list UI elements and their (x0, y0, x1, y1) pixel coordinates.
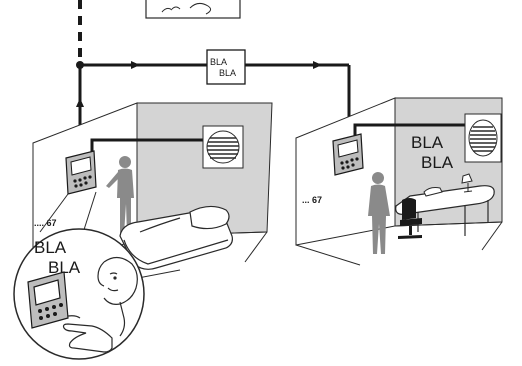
box-text-2: BLA (219, 68, 236, 78)
bubble-speech-1: BLA (34, 238, 67, 257)
box-text-1: BLA (210, 57, 227, 67)
left-room-thermostat (66, 151, 96, 194)
right-room-vent (465, 114, 501, 162)
right-room-speech-2: BLA (421, 153, 454, 172)
bla-bla-box: BLA BLA (207, 50, 245, 84)
right-room-label: ... 67 (302, 195, 322, 205)
right-room-speech-1: BLA (411, 133, 444, 152)
left-room-label: .... 67 (34, 218, 57, 228)
zoomed-thermostat (28, 272, 68, 328)
junction-dot (76, 61, 84, 69)
left-room-vent (203, 126, 243, 168)
right-room-thermostat (333, 134, 363, 175)
flow-arrows (76, 61, 322, 107)
top-device-box (146, 0, 240, 18)
